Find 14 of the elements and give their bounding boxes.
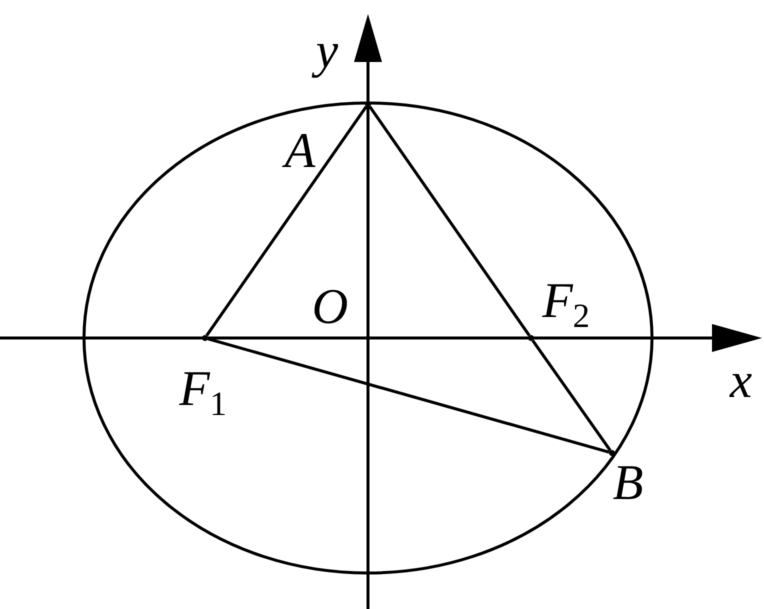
vertex-point	[528, 335, 534, 341]
point-label: F$_{1}$	[179, 363, 227, 413]
vertex-point	[365, 101, 371, 107]
axis-label: x	[730, 355, 752, 405]
point-label: F$_{2}$	[542, 275, 590, 325]
line-segment	[368, 106, 531, 336]
line-segment	[205, 106, 368, 336]
vertex-point	[202, 335, 208, 341]
origin-label: O	[312, 281, 348, 331]
vertex-point	[609, 450, 615, 456]
point-label: A	[284, 125, 316, 175]
line-segment	[207, 337, 610, 454]
point-label: B	[612, 457, 644, 507]
line-segment	[532, 340, 612, 452]
